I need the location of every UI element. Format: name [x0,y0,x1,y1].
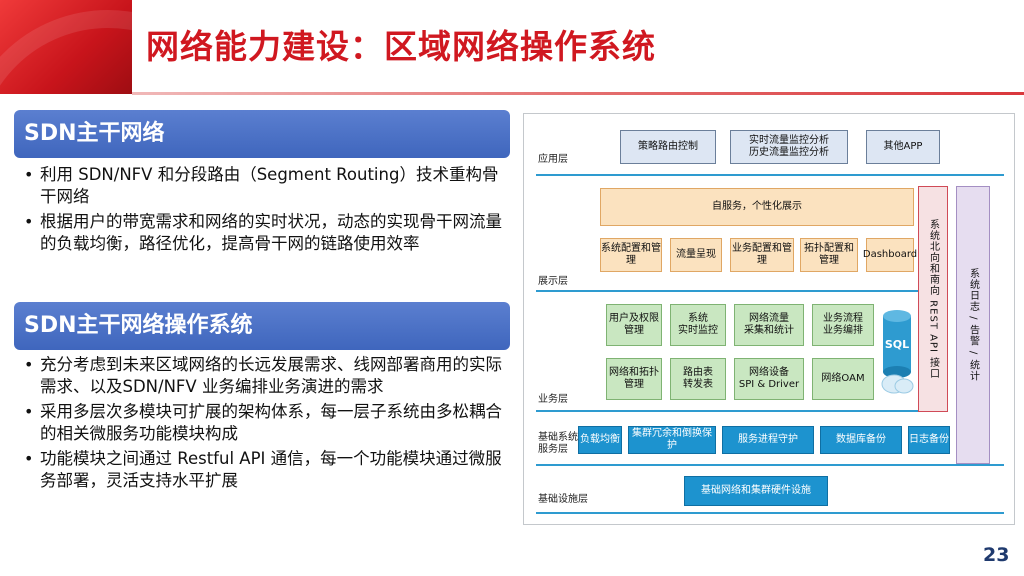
layer-divider [536,410,922,412]
service-box-traffic-collect: 网络流量 采集和统计 [734,304,804,346]
service-box-routing-table: 路由表 转发表 [670,358,726,400]
display-box-system-config: 系统配置和管理 [600,238,662,272]
display-box-traffic: 流量呈现 [670,238,722,272]
section-heading-sdn-backbone: SDN主干网络 [14,110,510,158]
bullet-item: 利用 SDN/NFV 和分段路由（Segment Routing）技术重构骨干网… [22,164,508,207]
service-box-oam: 网络OAM [812,358,874,400]
service-box-user-auth: 用户及权限管理 [606,304,662,346]
layer-label-infra: 基础设施层 [538,494,588,505]
layer-divider [536,174,1004,176]
infra-box-hardware: 基础网络和集群硬件设施 [684,476,828,506]
display-box-topology-config: 拓扑配置和管理 [800,238,858,272]
architecture-diagram: 策略路由控制 实时流量监控分析 历史流量监控分析 其他APP 应用层 自服务，个… [523,113,1015,525]
app-box-policy-routing: 策略路由控制 [620,130,716,164]
base-box-load-balance: 负载均衡 [578,426,622,454]
layer-label-app: 应用层 [538,154,568,165]
bullet-item: 根据用户的带宽需求和网络的实时状况，动态的实现骨干网流量的负载均衡，路径优化，提… [22,211,508,254]
header-divider [132,92,1024,95]
layer-divider [536,512,1004,514]
service-box-realtime-monitor: 系统 实时监控 [670,304,726,346]
base-box-db-backup: 数据库备份 [820,426,902,454]
service-box-orchestration: 业务流程 业务编排 [812,304,874,346]
rest-api-box: 系统北向和南向 REST API 接口 [918,186,948,412]
sql-label: SQL [884,338,910,351]
bullet-item: 充分考虑到未来区域网络的长远发展需求、线网部署商用的实际需求、以及SDN/NFV… [22,354,508,397]
base-box-process-daemon: 服务进程守护 [722,426,814,454]
display-box-service-config: 业务配置和管理 [730,238,794,272]
layer-divider [536,464,1004,466]
layer-label-service: 业务层 [538,394,568,405]
base-box-cluster-redundancy: 集群冗余和倒换保护 [628,426,716,454]
section1-bullet-list: 利用 SDN/NFV 和分段路由（Segment Routing）技术重构骨干网… [22,164,508,258]
layer-divider [536,290,922,292]
display-box-dashboard: Dashboard [863,238,917,272]
log-alarm-box: 系统日志 / 告警 / 统计 [956,186,990,464]
bullet-item: 采用多层次多模块可扩展的架构体系，每一层子系统由多松耦合的相关微服务功能模块构成 [22,401,508,444]
self-service-box: 自服务，个性化展示 [600,188,914,226]
app-box-other: 其他APP [866,130,940,164]
header-decoration [0,0,132,94]
database-icon: SQL [880,308,914,398]
service-box-device-driver: 网络设备 SPI & Driver [734,358,804,400]
app-box-traffic-analysis: 实时流量监控分析 历史流量监控分析 [730,130,848,164]
bullet-item: 功能模块之间通过 Restful API 通信，每一个功能模块通过微服务部署，灵… [22,448,508,491]
layer-label-base-system: 基础系统服务层 [538,432,578,455]
section2-bullet-list: 充分考虑到未来区域网络的长远发展需求、线网部署商用的实际需求、以及SDN/NFV… [22,354,508,495]
base-box-log-backup: 日志备份 [908,426,950,454]
page-number: 23 [983,544,1010,566]
page-title: 网络能力建设：区域网络操作系统 [146,27,656,66]
layer-label-display: 展示层 [538,276,568,287]
section-heading-sdn-os: SDN主干网络操作系统 [14,302,510,350]
service-box-topology-mgmt: 网络和拓扑管理 [606,358,662,400]
